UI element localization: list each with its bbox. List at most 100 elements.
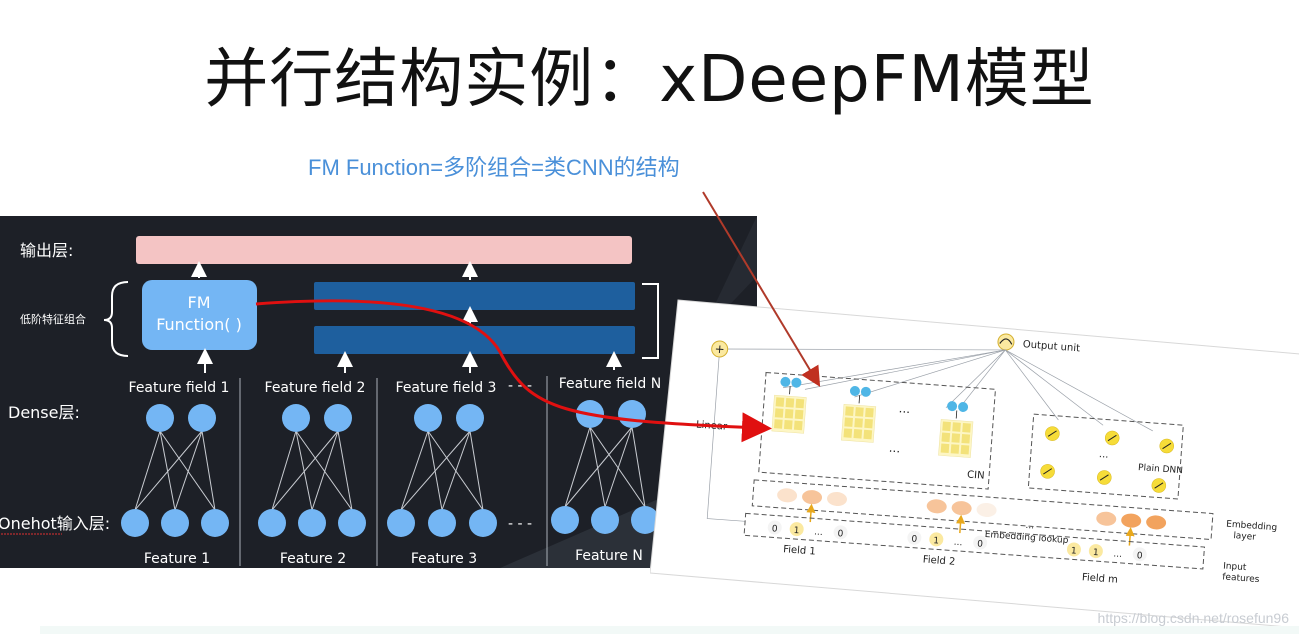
bottom-strip <box>40 626 1299 634</box>
dense-layer-label: Dense层: <box>8 403 80 422</box>
input-feature-value: 0 <box>837 529 844 539</box>
onehot-node <box>258 509 286 537</box>
input-feature-value: ... <box>1113 549 1122 560</box>
input-feature-node <box>833 525 848 540</box>
embedding-layer-box <box>751 479 1214 541</box>
cin-cell <box>843 428 853 438</box>
linear-label: Linear <box>696 419 729 432</box>
network-edge <box>604 426 633 508</box>
cin-cell <box>942 421 951 432</box>
left-diagram-panel: 输出层: 低阶特征组合 Dense层: Onehot输入层: FM Functi… <box>0 216 757 568</box>
embedding-lookup-arrow <box>806 503 816 523</box>
network-edge <box>295 430 313 511</box>
input-feature-node <box>973 535 988 550</box>
dense-node <box>456 404 484 432</box>
cin-output-node <box>849 386 860 397</box>
embedding-node <box>777 488 798 503</box>
network-edge <box>441 430 471 511</box>
fm-function-box <box>142 280 257 350</box>
plain-dnn-box <box>1027 413 1184 500</box>
embedding-lookup-arrow <box>1125 527 1135 546</box>
network-edge <box>159 430 216 511</box>
cin-dots: ... <box>888 441 900 456</box>
embedding-node <box>802 490 823 505</box>
feature-field-label: Feature field 2 <box>265 380 366 396</box>
cin-cell <box>774 408 784 418</box>
sigmoid-icon <box>999 338 1013 345</box>
arrow-up <box>858 395 861 404</box>
network-edge <box>469 430 484 511</box>
cin-cell <box>951 433 961 443</box>
network-edge <box>201 430 216 511</box>
feature-label: Feature 2 <box>280 551 346 567</box>
network-edge <box>159 430 176 511</box>
diagram-caption: FM Function=多阶组合=类CNN的结构 <box>308 155 680 180</box>
embedding-node <box>951 501 972 516</box>
left-brace <box>103 281 129 357</box>
dnn-bar-top <box>314 282 635 310</box>
input-feature-value: 0 <box>1136 551 1143 561</box>
cin-cell <box>962 423 971 433</box>
cin-cell <box>844 417 853 427</box>
cin-cell <box>863 429 873 440</box>
dense-node <box>576 400 604 428</box>
onehot-node <box>469 509 497 537</box>
page-title: 并行结构实例：xDeepFM模型 <box>204 43 1095 117</box>
onehot-node <box>428 509 456 537</box>
dense-node <box>146 404 174 432</box>
cin-output-node <box>958 401 969 412</box>
input-features-label: Input <box>1223 561 1247 573</box>
network-edge <box>589 426 606 508</box>
network-edge <box>564 426 591 508</box>
input-feature-value: 1 <box>933 536 939 546</box>
network-edge <box>311 430 339 511</box>
input-feature-value: 0 <box>771 524 778 534</box>
input-feature-node <box>907 530 922 545</box>
onehot-node <box>387 509 415 537</box>
relu-icon <box>1047 430 1057 437</box>
input-feature-value: 1 <box>793 526 799 536</box>
field-label: Field 1 <box>783 544 816 557</box>
onehot-node <box>121 509 149 537</box>
plus-icon: + <box>714 342 725 357</box>
cin-cell <box>853 429 863 439</box>
input-feature-value: 1 <box>1071 546 1077 556</box>
input-feature-node <box>929 532 944 547</box>
cin-cell <box>793 420 803 431</box>
relu-icon <box>1099 474 1109 481</box>
output-connections <box>719 348 1153 432</box>
relu-icon <box>1154 482 1164 489</box>
dnn-nodes <box>1040 426 1175 493</box>
embedding-layer-label: Embedding <box>1226 520 1278 534</box>
embedding-nodes <box>777 488 1167 546</box>
cin-cell <box>952 422 961 432</box>
ellipsis: - - - <box>508 516 532 532</box>
network-edge <box>337 430 353 511</box>
network-edge <box>400 430 471 511</box>
cin-cell <box>794 409 804 420</box>
onehot-layer-label: Onehot输入层: <box>0 514 110 533</box>
network-edge <box>134 430 161 511</box>
fm-label-line1: FM <box>187 293 210 312</box>
cin-label: CIN <box>967 469 985 481</box>
low-order-label: 低阶特征组合 <box>20 312 86 326</box>
feature-field-label: Feature field 1 <box>129 380 230 396</box>
network-edge <box>271 430 339 511</box>
network-groups <box>121 400 659 537</box>
relu-icon <box>1107 434 1117 442</box>
field-label: Field 2 <box>922 554 955 567</box>
input-feature-value: 0 <box>977 539 984 549</box>
embedding-node <box>1121 513 1142 528</box>
dnn-dots: ... <box>1099 449 1109 461</box>
input-feature-node <box>1066 542 1081 557</box>
embedding-node <box>827 491 847 507</box>
embedding-dots: ... <box>1025 521 1034 532</box>
left-diagram: 输出层: 低阶特征组合 Dense层: Onehot输入层: FM Functi… <box>0 216 757 568</box>
network-edge <box>589 426 646 508</box>
cin-cell <box>855 407 864 417</box>
embedding-node <box>1146 515 1167 530</box>
cin-dots: ... <box>898 401 910 416</box>
fm-label-line2: Function( ) <box>156 315 242 334</box>
embedding-node <box>976 502 997 517</box>
cin-cell <box>941 432 951 443</box>
